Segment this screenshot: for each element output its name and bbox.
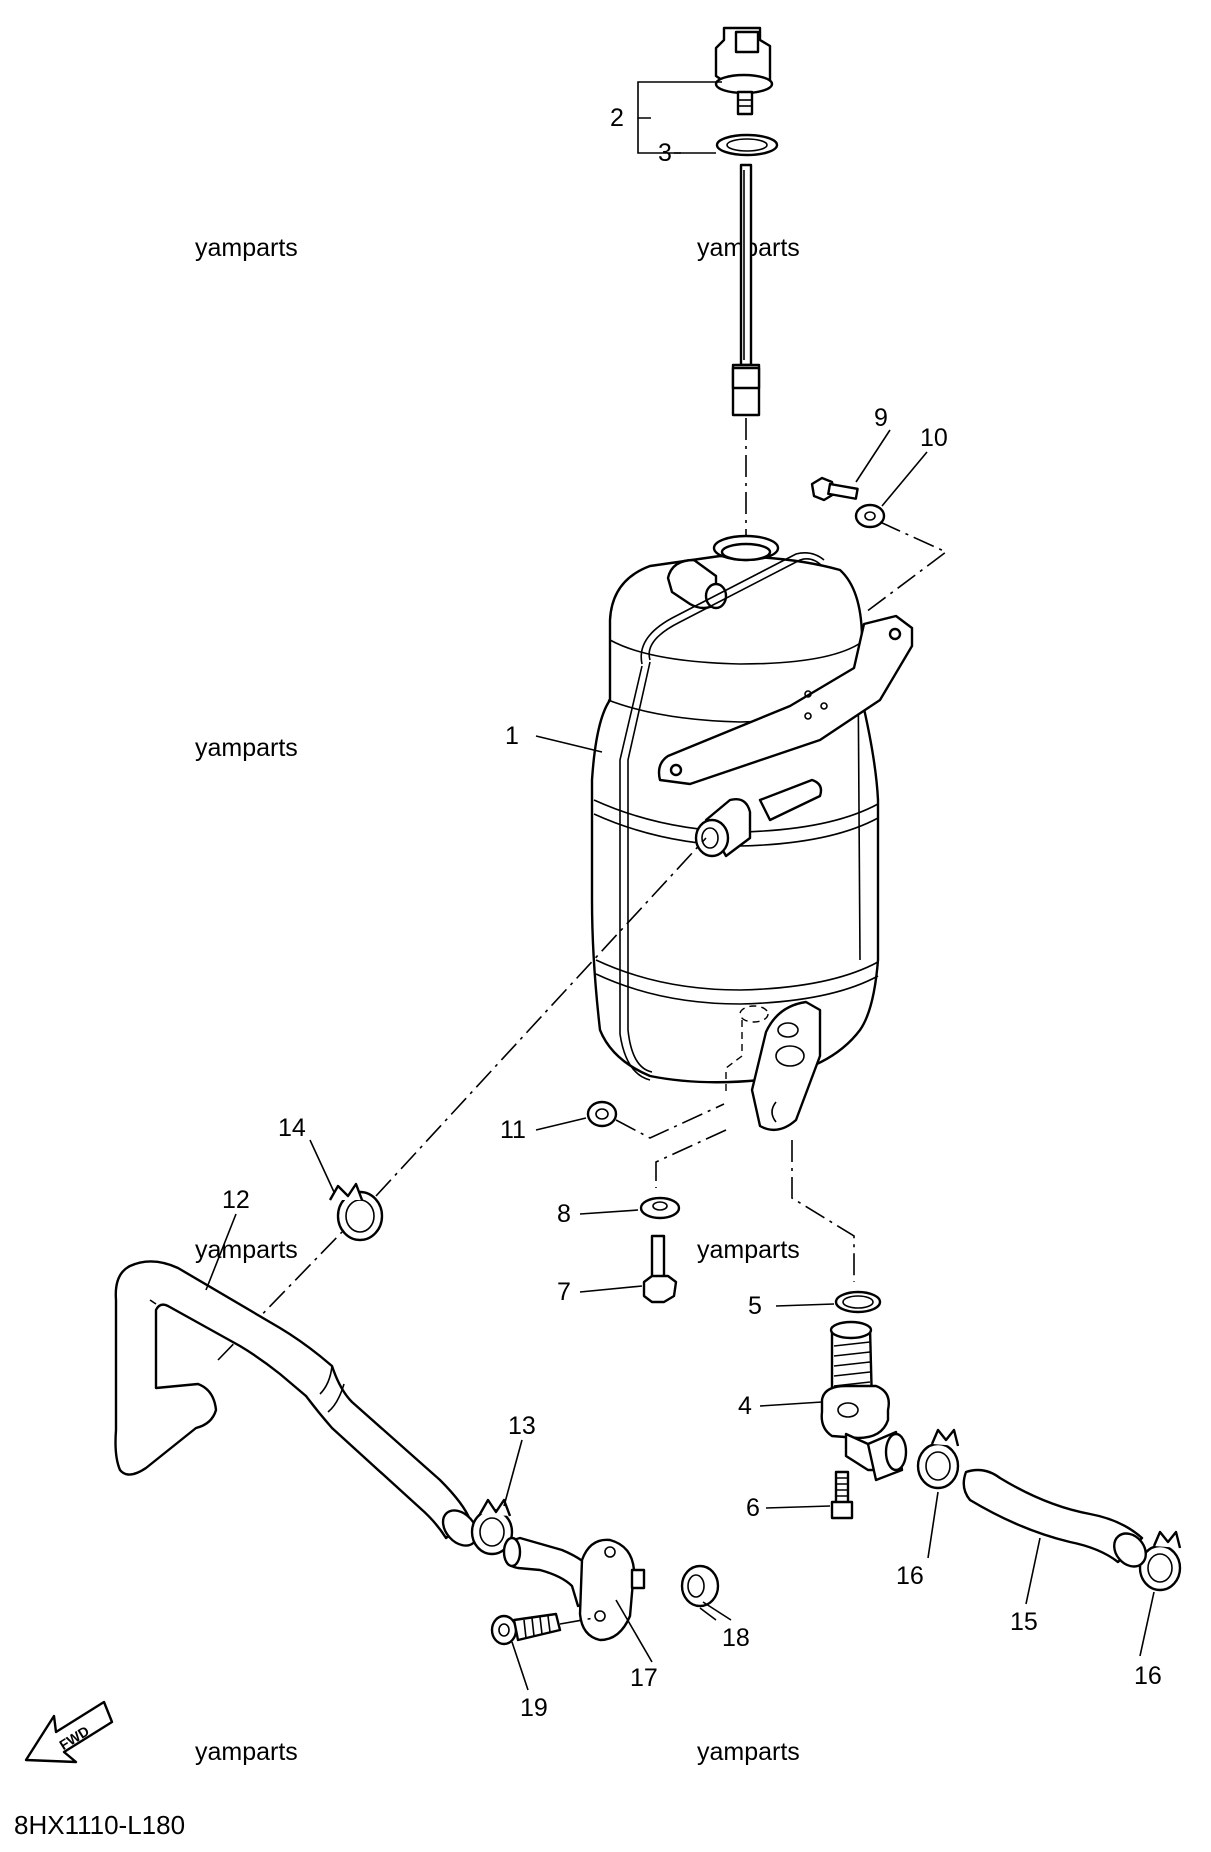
watermark: yamparts bbox=[697, 1236, 800, 1264]
callout-15: 15 bbox=[1010, 1608, 1038, 1636]
callouts: 1 2 3 4 5 6 7 8 9 10 11 12 13 14 15 16 1… bbox=[222, 104, 1162, 1722]
hose-clamp-part bbox=[328, 1182, 384, 1242]
callout-5: 5 bbox=[748, 1292, 762, 1320]
watermark: yamparts bbox=[697, 1738, 800, 1766]
hose-clamp-part bbox=[1138, 1530, 1182, 1592]
callout-3: 3 bbox=[658, 139, 672, 167]
bolt-part bbox=[830, 1470, 854, 1520]
callout-1: 1 bbox=[505, 722, 519, 750]
hose-clamp-part bbox=[916, 1428, 960, 1490]
callout-10: 10 bbox=[920, 424, 948, 452]
leader-lines bbox=[205, 81, 1155, 1691]
oil-hose-part bbox=[114, 1260, 479, 1547]
diagram-code: 8HX1110-L180 bbox=[14, 1810, 185, 1840]
watermark: yamparts bbox=[195, 734, 298, 762]
callout-12: 12 bbox=[222, 1186, 250, 1214]
bolt-part bbox=[810, 476, 859, 502]
union-fitting-part bbox=[820, 1320, 908, 1482]
level-sender-part bbox=[714, 26, 774, 417]
callout-16: 16 bbox=[1134, 1662, 1162, 1690]
callout-2: 2 bbox=[610, 104, 624, 132]
hose-clamp-part bbox=[470, 1498, 514, 1556]
bolt-part bbox=[642, 1234, 678, 1304]
assembly-axis bbox=[375, 837, 707, 1197]
nut-part bbox=[586, 1100, 618, 1128]
watermark: yamparts bbox=[195, 234, 298, 262]
o-ring-inner bbox=[726, 138, 768, 152]
watermark: yamparts bbox=[195, 1738, 298, 1766]
callout-17: 17 bbox=[630, 1664, 658, 1692]
oil-pipe-part bbox=[502, 1536, 646, 1642]
assembly-axis bbox=[559, 1617, 595, 1625]
callout-9: 9 bbox=[874, 404, 888, 432]
watermark: yamparts bbox=[195, 1236, 298, 1264]
callout-18: 18 bbox=[722, 1624, 750, 1652]
assembly-axis bbox=[791, 1140, 855, 1282]
o-ring-part bbox=[715, 133, 779, 157]
oil-tank-part bbox=[590, 534, 914, 1132]
callout-6: 6 bbox=[746, 1494, 760, 1522]
bolt-part bbox=[490, 1612, 562, 1646]
callout-8: 8 bbox=[557, 1200, 571, 1228]
callout-13: 13 bbox=[508, 1412, 536, 1440]
callout-7: 7 bbox=[557, 1278, 571, 1306]
callout-4: 4 bbox=[738, 1392, 752, 1420]
callout-19: 19 bbox=[520, 1694, 548, 1722]
collar-part bbox=[639, 1196, 681, 1220]
assembly-axis bbox=[865, 521, 948, 613]
assembly-axis bbox=[615, 1103, 725, 1139]
o-ring-part bbox=[834, 1290, 882, 1314]
callout-14: 14 bbox=[278, 1114, 306, 1142]
seal-part bbox=[680, 1564, 720, 1608]
assembly-axis bbox=[655, 1129, 727, 1188]
callout-16: 16 bbox=[896, 1562, 924, 1590]
forward-direction-arrow: FWD bbox=[24, 1700, 114, 1764]
hose-part bbox=[962, 1468, 1147, 1568]
washer-part bbox=[854, 503, 886, 529]
callout-11: 11 bbox=[500, 1116, 526, 1144]
